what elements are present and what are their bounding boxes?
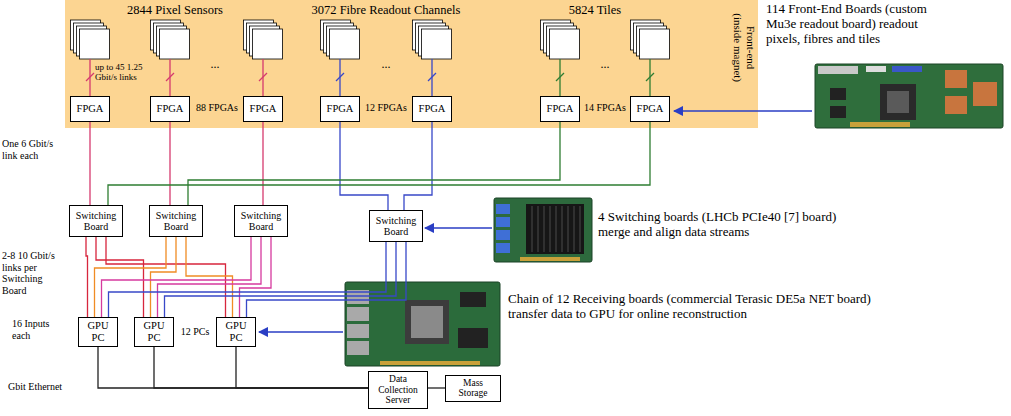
link-line xyxy=(240,237,272,317)
group-heading: 2844 Pixel Sensors xyxy=(95,3,255,17)
link-line xyxy=(109,242,387,317)
link-line xyxy=(404,122,432,210)
region-title: Front-end (inside magnet) xyxy=(731,10,756,86)
group-heading: 5824 Tiles xyxy=(535,3,655,17)
switching-board-photo xyxy=(494,198,592,262)
box-text: FPGA xyxy=(157,103,184,115)
ellipsis: ... xyxy=(585,58,625,72)
box-text: GPU PC xyxy=(140,320,168,343)
box-text: FPGA xyxy=(547,103,574,115)
sensor-stack xyxy=(631,20,670,59)
pixel-links xyxy=(86,59,267,96)
fpga-box: FPGA xyxy=(70,96,110,122)
count-label: 88 FPGAs xyxy=(192,102,242,114)
fpga-box: FPGA xyxy=(320,96,360,122)
fpga-box: FPGA xyxy=(412,96,452,122)
fpga-box: FPGA xyxy=(150,96,190,122)
link-line xyxy=(186,237,233,317)
ellipsis: ... xyxy=(200,58,230,72)
ellipsis: ... xyxy=(366,58,406,72)
sensor-stack xyxy=(541,20,580,59)
link-line xyxy=(95,237,167,317)
box-text: GPU PC xyxy=(84,320,112,343)
link-line xyxy=(89,122,90,205)
box-text: FPGA xyxy=(419,103,446,115)
link-line xyxy=(169,122,170,205)
box-text: FPGA xyxy=(250,103,277,115)
tile-links xyxy=(556,59,654,96)
link-line xyxy=(108,122,650,205)
link-line xyxy=(102,237,252,317)
sensor-stack xyxy=(244,20,283,59)
link-line xyxy=(247,242,407,317)
storage-box: Mass Storage xyxy=(445,375,501,402)
link-line xyxy=(96,237,144,317)
link-line xyxy=(428,387,445,388)
callout-text: Chain of 12 Receiving boards (commercial… xyxy=(508,292,908,322)
link-line xyxy=(188,122,560,205)
sensor-stack xyxy=(71,20,110,59)
sensor-stack xyxy=(151,20,190,59)
link-line xyxy=(165,242,397,317)
fpga-box: FPGA xyxy=(630,96,670,122)
switching-board-box: Switching Board xyxy=(369,210,423,242)
link-line xyxy=(262,122,263,205)
box-text: FPGA xyxy=(327,103,354,115)
box-text: Switching Board xyxy=(373,215,419,237)
link-note: One 6 Gbit/s link each xyxy=(2,138,66,161)
front-end-region: Front-end (inside magnet) FPGA FPGA FPGA FPG… xyxy=(65,0,758,128)
switching-board-box: Switching Board xyxy=(69,205,123,237)
link-line xyxy=(158,237,262,317)
count-label: 12 FPGAs xyxy=(362,102,410,114)
box-text: Switching Board xyxy=(238,210,284,232)
gpu-pc-box: GPU PC xyxy=(216,317,256,347)
box-text: Switching Board xyxy=(73,210,119,232)
box-text: Data Collection Server xyxy=(374,374,422,405)
link-line xyxy=(236,347,368,388)
group-heading: 3072 Fibre Readout Channels xyxy=(296,3,476,17)
sensor-stack xyxy=(321,20,360,59)
link-note: up to 45 1.25 Gbit/s links xyxy=(95,62,163,83)
server-box: Data Collection Server xyxy=(368,371,428,409)
link-line xyxy=(340,122,388,210)
callout-text: 4 Switching boards (LHCb PCIe40 [7] boar… xyxy=(598,210,868,240)
count-label: 14 FPGAs xyxy=(582,102,628,114)
box-text: FPGA xyxy=(637,103,664,115)
receiving-board-photo xyxy=(345,282,500,366)
box-text: FPGA xyxy=(77,103,104,115)
sensor-stacks xyxy=(71,20,670,59)
link-line xyxy=(98,347,368,388)
link-line xyxy=(86,237,88,317)
gpu-pc-box: GPU PC xyxy=(78,317,118,347)
box-text: GPU PC xyxy=(222,320,250,343)
fpga-box: FPGA xyxy=(243,96,283,122)
switching-board-box: Switching Board xyxy=(149,205,203,237)
network-label: Gbit Ethernet xyxy=(8,381,88,393)
fibre-links xyxy=(336,59,436,96)
front-end-board-photo xyxy=(815,64,1003,128)
switching-board-box: Switching Board xyxy=(234,205,288,237)
fpga-box: FPGA xyxy=(540,96,580,122)
link-note: 16 Inputs each xyxy=(12,318,64,341)
link-line xyxy=(154,347,368,388)
count-label: 12 PCs xyxy=(176,326,214,338)
link-note: 2-8 10 Gbit/s links per Switching Board xyxy=(2,250,66,296)
box-text: Mass Storage xyxy=(451,378,495,399)
callout-text: 114 Front-End Boards (custom Mu3e readou… xyxy=(766,2,934,47)
box-text: Switching Board xyxy=(153,210,199,232)
link-line xyxy=(151,237,177,317)
sensor-stack xyxy=(413,20,452,59)
gpu-pc-box: GPU PC xyxy=(134,317,174,347)
